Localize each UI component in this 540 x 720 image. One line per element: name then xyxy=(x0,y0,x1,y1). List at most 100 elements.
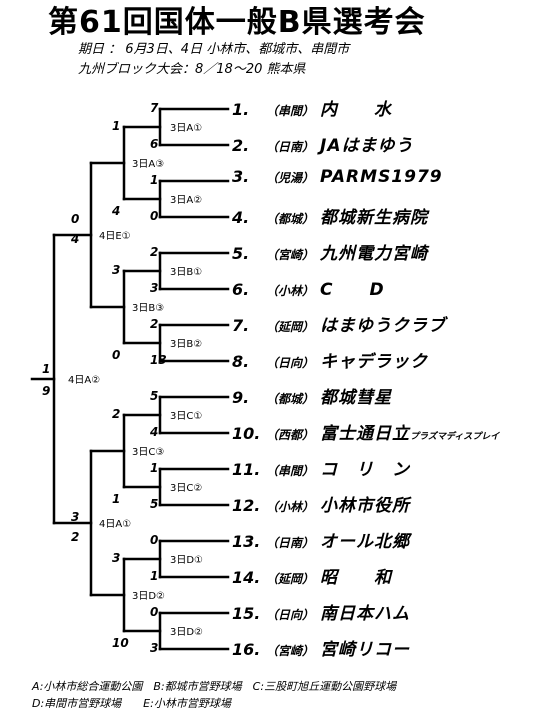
team-entry: 3. （児湯） PARMS1979 xyxy=(232,167,443,191)
team-region: （串間） xyxy=(266,464,315,478)
team-seed-number: 12. xyxy=(232,496,261,515)
team-seed-number: 4. xyxy=(232,208,250,227)
score-label: 1 xyxy=(112,492,120,506)
team-region: （宮崎） xyxy=(266,248,315,262)
team-entry: 7. （延岡） はまゆうクラブ xyxy=(232,311,446,336)
bracket-labels: 763日A①103日A②233日B①2133日B②543日C①153日C②013… xyxy=(42,101,203,655)
score-label: 0 xyxy=(150,533,158,547)
team-region: （都城） xyxy=(266,392,315,406)
team-name: 都城新生病院 xyxy=(320,208,428,228)
score-label: 1 xyxy=(150,173,158,187)
team-seed-number: 2. xyxy=(232,136,250,155)
score-label: 2 xyxy=(150,245,158,259)
team-name: キャデラック xyxy=(320,352,428,372)
team-name-suffix: プラズマディスプレイ xyxy=(410,432,500,442)
venue-legend-line-1: A:小林市総合運動公園 B:都城市営野球場 C:三股町旭丘運動公園野球場 xyxy=(32,680,397,693)
score-label: 2 xyxy=(150,317,158,331)
team-name: 内 水 xyxy=(320,100,392,120)
team-seed-number: 9. xyxy=(232,388,250,407)
score-label: 10 xyxy=(112,636,129,650)
team-entry: 10. （西都） 富士通日立プラズマディスプレイ xyxy=(232,419,500,444)
score-label: 2 xyxy=(112,407,120,421)
team-region: （延岡） xyxy=(266,320,315,334)
score-label: 2 xyxy=(71,530,79,544)
team-seed-number: 5. xyxy=(232,244,250,263)
team-entry: 12. （小林） 小林市役所 xyxy=(232,491,410,516)
team-seed-number: 11. xyxy=(232,460,261,479)
team-region: （日南） xyxy=(266,140,315,154)
team-seed-number: 1. xyxy=(232,100,250,119)
team-entry: 11. （串間） コ リ ン xyxy=(232,455,410,480)
game-label: 3日B② xyxy=(170,339,202,350)
team-entry: 1. （串間） 内 水 xyxy=(232,95,392,120)
score-label: 9 xyxy=(42,384,50,398)
team-region: （日向） xyxy=(266,356,315,370)
score-label: 1 xyxy=(150,569,158,583)
team-region: （西都） xyxy=(266,428,315,442)
game-label: 3日D① xyxy=(170,555,203,566)
score-label: 0 xyxy=(150,605,158,619)
team-name: コ リ ン xyxy=(320,460,410,480)
game-label: 4日A① xyxy=(99,519,131,530)
team-entry: 15.（日向）南日本ハム xyxy=(232,599,410,624)
score-label: 3 xyxy=(150,281,158,295)
venue-legend-line-2: D:串間市営野球場 E:小林市営野球場 xyxy=(32,697,231,710)
team-seed-number: 15. xyxy=(232,604,261,623)
team-name: 南日本ハム xyxy=(320,604,410,624)
score-label: 6 xyxy=(150,137,158,151)
team-region: （串間） xyxy=(266,104,315,118)
team-region: （小林） xyxy=(266,500,315,514)
score-label: 4 xyxy=(111,204,120,218)
team-name: 昭 和 xyxy=(320,568,392,588)
team-seed-number: 14. xyxy=(232,568,261,587)
team-name: はまゆうクラブ xyxy=(320,316,446,336)
tournament-bracket: 763日A①103日A②233日B①2133日B②543日C①153日C②013… xyxy=(30,101,230,655)
team-name: 九州電力宮崎 xyxy=(320,244,428,264)
block-tournament-info: 九州ブロック大会：8／18～20 熊本県 xyxy=(78,62,306,77)
game-label: 3日B③ xyxy=(132,303,164,314)
team-entry: 4.（都城）都城新生病院 xyxy=(232,203,428,228)
game-label: 3日D② xyxy=(170,627,203,638)
bracket-lines xyxy=(30,107,230,651)
score-label: 1 xyxy=(150,461,158,475)
game-label: 3日A③ xyxy=(132,159,164,170)
team-seed-number: 10. xyxy=(232,424,261,443)
team-name: 小林市役所 xyxy=(320,496,410,516)
team-entry: 14.（延岡）昭 和 xyxy=(232,563,392,588)
team-entry: 6.（小林）C D xyxy=(232,275,385,300)
score-label: 3 xyxy=(112,551,120,565)
team-entry: 5. （宮崎） 九州電力宮崎 xyxy=(232,239,428,264)
team-entry: 2. （日南） JAはまゆう xyxy=(232,131,414,156)
team-name: PARMS1979 xyxy=(320,167,443,187)
game-label: 4日E① xyxy=(99,231,131,242)
game-label: 3日D② xyxy=(132,591,165,602)
team-name: 富士通日立 xyxy=(320,424,410,444)
game-label: 3日C① xyxy=(170,411,202,422)
score-label: 0 xyxy=(71,212,79,226)
team-region: （宮崎） xyxy=(266,644,315,658)
team-entry: 9.（都城）都城彗星 xyxy=(232,383,392,408)
team-seed-number: 3. xyxy=(232,167,250,186)
team-seed-number: 13. xyxy=(232,532,261,551)
team-name: C D xyxy=(320,280,385,300)
team-name: オール北郷 xyxy=(320,532,410,552)
score-label: 0 xyxy=(112,348,120,362)
game-label: 3日C② xyxy=(170,483,202,494)
score-label: 7 xyxy=(150,101,159,115)
score-label: 13 xyxy=(150,353,167,367)
event-dates-venues: 期日 ： 6月3日、4日 小林市、都城市、串間市 xyxy=(78,42,350,57)
score-label: 5 xyxy=(150,389,158,403)
team-region: （児湯） xyxy=(266,171,315,185)
score-label: 3 xyxy=(71,510,79,524)
team-seed-number: 16. xyxy=(232,640,261,659)
game-label: 3日A② xyxy=(170,195,202,206)
page-title: 第61回国体一般B県選考会 xyxy=(48,5,426,40)
score-label: 4 xyxy=(70,232,79,246)
team-seed-number: 7. xyxy=(232,316,250,335)
team-seed-number: 8. xyxy=(232,352,250,371)
score-label: 1 xyxy=(112,119,120,133)
score-label: 5 xyxy=(150,497,158,511)
team-name: JAはまゆう xyxy=(320,136,414,156)
game-label: 4日A② xyxy=(68,375,100,386)
